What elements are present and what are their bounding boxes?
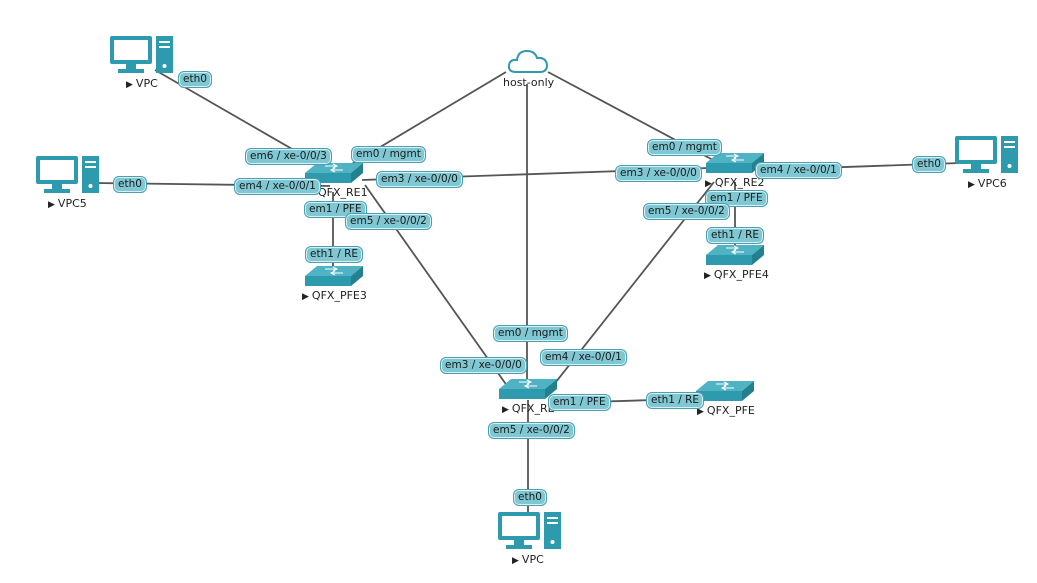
switch-icon [499,379,557,399]
qfx-pfe3-label: ▶QFX_PFE3 [302,289,367,302]
vpc-bottom-label: ▶VPC [512,553,544,566]
port-label[interactable]: eth0 [178,71,212,88]
play-icon: ▶ [502,405,509,415]
port-label[interactable]: em5 / xe-0/0/2 [488,422,575,439]
switch-icon [696,381,754,401]
port-label[interactable]: em0 / mgmt [351,146,426,163]
play-icon: ▶ [302,292,309,302]
port-label[interactable]: em5 / xe-0/0/2 [345,213,432,230]
cloud-icon [507,49,549,73]
host-only-node[interactable] [506,46,550,76]
port-label[interactable]: em6 / xe-0/0/3 [245,148,332,165]
port-label[interactable]: eth1 / RE [305,246,364,263]
qfx-re2-name: QFX_RE2 [714,176,765,189]
qfx-pfe4-node[interactable] [704,243,766,267]
port-label[interactable]: em3 / xe-0/0/0 [440,357,527,374]
host-only-label: host-only [503,76,555,89]
vpc-top-label: ▶VPC [126,77,158,90]
port-label[interactable]: em0 / mgmt [493,325,568,342]
computer-icon [110,36,173,73]
qfx-re-node[interactable] [497,377,559,401]
vpc5-name: VPC5 [57,197,87,210]
port-label[interactable]: em3 / xe-0/0/0 [376,171,463,188]
port-label[interactable]: em3 / xe-0/0/0 [615,165,702,182]
vpc-top-name: VPC [135,77,158,90]
qfx-pfe-node[interactable] [694,379,756,403]
vpc5-node[interactable] [34,154,102,196]
port-label[interactable]: em4 / xe-0/0/1 [755,162,842,179]
vpc-top-node[interactable] [108,34,176,76]
port-label[interactable]: em4 / xe-0/0/1 [234,178,321,195]
port-label[interactable]: eth0 [513,489,547,506]
vpc-bottom-name: VPC [521,553,544,566]
qfx-re-name: QFX_RE [511,402,555,415]
port-label[interactable]: eth0 [113,176,147,193]
qfx-pfe4-name: QFX_PFE4 [713,268,769,281]
play-icon: ▶ [697,407,704,417]
vpc6-label: ▶VPC6 [968,177,1007,190]
switch-icon [305,266,363,286]
port-label[interactable]: em1 / PFE [705,190,768,207]
computer-icon [955,136,1018,173]
play-icon: ▶ [705,179,712,189]
play-icon: ▶ [48,200,55,210]
port-label[interactable]: em5 / xe-0/0/2 [643,203,730,220]
qfx-pfe3-name: QFX_PFE3 [311,289,367,302]
qfx-pfe3-node[interactable] [303,264,365,288]
port-label[interactable]: eth1 / RE [706,227,765,244]
qfx-re2-label: ▶QFX_RE2 [705,176,765,189]
vpc5-label: ▶VPC5 [48,197,87,210]
vpc6-node[interactable] [953,134,1021,176]
qfx-pfe-label: ▶QFX_PFE [697,404,755,417]
vpc6-name: VPC6 [977,177,1007,190]
computer-icon [36,156,99,193]
qfx-re-label: ▶QFX_RE [502,402,555,415]
vpc-bottom-node[interactable] [496,510,564,552]
qfx-pfe4-label: ▶QFX_PFE4 [704,268,769,281]
port-label[interactable]: em4 / xe-0/0/1 [540,349,627,366]
port-label[interactable]: eth1 / RE [646,392,705,409]
play-icon: ▶ [968,180,975,190]
qfx-re1-label: QFX_RE1 [318,186,368,199]
play-icon: ▶ [126,80,133,90]
port-label[interactable]: eth0 [912,156,946,173]
switch-icon [706,245,764,265]
qfx-re1-node[interactable] [303,161,365,185]
play-icon: ▶ [704,271,711,281]
play-icon: ▶ [512,556,519,566]
switch-icon [305,163,363,183]
port-label[interactable]: em0 / mgmt [647,139,722,156]
port-label[interactable]: em1 / PFE [548,394,611,411]
computer-icon [498,512,561,549]
qfx-pfe-name: QFX_PFE [706,404,755,417]
